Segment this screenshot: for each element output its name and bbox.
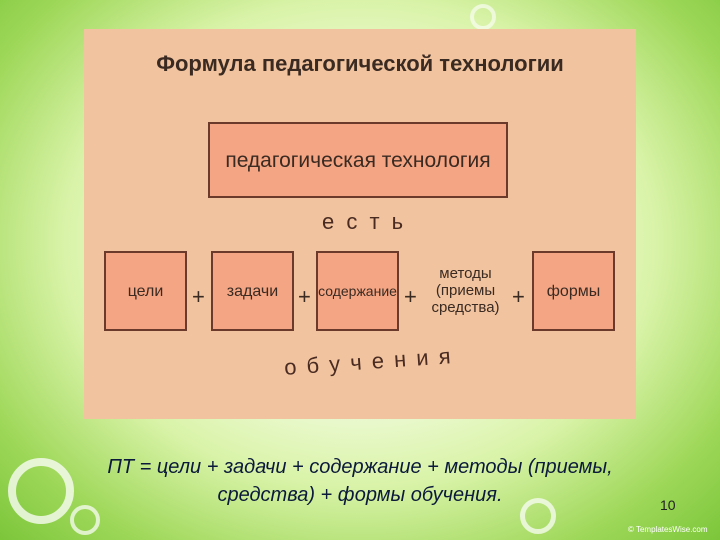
caption-line-1: ПТ = цели + задачи + содержание + методы…	[107, 456, 613, 478]
box-methods: методы (приемы средства)	[431, 264, 500, 316]
plus-sign: +	[512, 284, 525, 309]
plus-sign: +	[298, 284, 311, 309]
slide-caption: ПТ = цели + задачи + содержание + методы…	[40, 453, 680, 509]
diagram-panel: Формула педагогической технологии педаго…	[84, 29, 636, 419]
box-pedagogical-technology: педагогическая технология	[208, 122, 508, 198]
plus-sign: +	[192, 284, 205, 309]
connector-text-bottom: о б у ч е н и я	[283, 343, 454, 380]
connector-text-top: е с т ь	[322, 209, 407, 234]
box-goals: цели	[104, 251, 187, 331]
caption-line-2: средства) + формы обучения.	[217, 484, 503, 506]
decorative-ring-left	[8, 458, 74, 524]
diagram-title: Формула педагогической технологии	[156, 51, 564, 76]
box-tasks: задачи	[211, 251, 294, 331]
copyright-text: © TemplatesWise.com	[628, 525, 708, 534]
box-content: содержание	[316, 251, 399, 331]
decorative-dot-top-right	[470, 4, 496, 30]
box-forms: формы	[532, 251, 615, 331]
decorative-ring-bottom	[520, 498, 556, 534]
plus-sign: +	[404, 284, 417, 309]
decorative-ring-small	[70, 505, 100, 535]
page-number: 10	[660, 497, 676, 513]
